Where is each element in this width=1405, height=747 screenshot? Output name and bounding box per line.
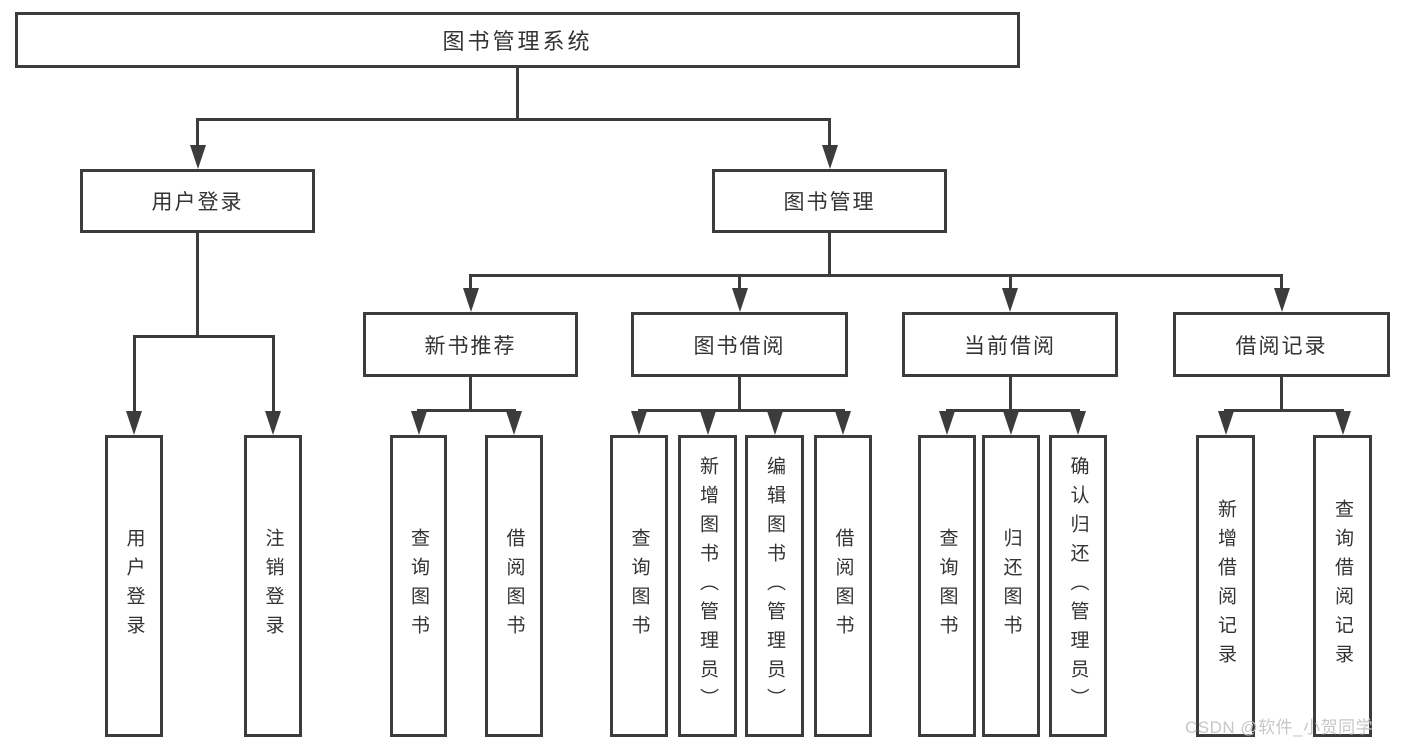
node-book-borrow: 图书借阅	[631, 312, 848, 377]
node-borrow-records: 借阅记录	[1173, 312, 1390, 377]
node-label: 编辑图书（管理员）	[764, 455, 785, 717]
connector-trunk	[516, 68, 519, 118]
arrowhead-down-icon	[462, 288, 479, 312]
node-label: 归还图书	[1000, 528, 1022, 644]
node-leaf-bor-edit: 编辑图书（管理员）	[745, 435, 804, 737]
arrowhead-down-icon	[1070, 411, 1086, 435]
arrowhead-down-icon	[1334, 411, 1351, 435]
node-book-mgmt: 图书管理	[712, 169, 947, 233]
node-label: 用户登录	[123, 528, 145, 644]
arrowhead-down-icon	[939, 411, 955, 435]
node-leaf-cur-query: 查询图书	[918, 435, 976, 737]
node-label: 查询图书	[936, 528, 958, 644]
connector-elbow	[196, 118, 831, 121]
node-label: 新增图书（管理员）	[697, 455, 718, 717]
node-leaf-cur-confirm: 确认归还（管理员）	[1049, 435, 1107, 737]
node-label: 借阅记录	[1235, 334, 1328, 358]
node-label: 借阅图书	[503, 528, 525, 644]
node-label: 用户登录	[151, 191, 244, 214]
arrowhead-down-icon	[1273, 288, 1290, 312]
watermark: CSDN @软件_小贺同学	[1185, 718, 1374, 737]
connector-drop	[828, 118, 831, 147]
node-label: 图书借阅	[693, 334, 786, 358]
connector-elbow	[1224, 409, 1344, 412]
connector-elbow	[132, 335, 275, 338]
arrowhead-down-icon	[506, 411, 522, 435]
node-leaf-logout: 注销登录	[244, 435, 302, 737]
node-leaf-bor-add: 新增图书（管理员）	[678, 435, 737, 737]
connector-trunk	[828, 233, 831, 274]
arrowhead-down-icon	[631, 411, 647, 435]
node-leaf-bor-query: 查询图书	[610, 435, 668, 737]
arrowhead-down-icon	[766, 411, 783, 435]
connector-trunk	[469, 377, 472, 409]
arrowhead-down-icon	[731, 288, 748, 312]
arrowhead-down-icon	[189, 145, 206, 169]
arrowhead-down-icon	[821, 145, 838, 169]
node-label: 注销登录	[262, 528, 284, 644]
connector-drop	[196, 118, 199, 147]
node-leaf-bor-borrow: 借阅图书	[814, 435, 872, 737]
node-current-borrow: 当前借阅	[902, 312, 1118, 377]
node-leaf-rec-borrow: 借阅图书	[485, 435, 543, 737]
arrowhead-down-icon	[1002, 288, 1018, 312]
node-label: 图书管理系统	[442, 29, 593, 54]
node-label: 查询借阅记录	[1332, 499, 1353, 673]
node-label: 图书管理	[783, 191, 876, 214]
arrowhead-down-icon	[835, 411, 851, 435]
connector-trunk	[738, 377, 741, 409]
connector-drop	[271, 335, 275, 413]
node-label: 查询图书	[628, 528, 650, 644]
node-new-book-rec: 新书推荐	[363, 312, 578, 377]
node-leaf-rec-query: 查询图书	[390, 435, 447, 737]
connector-drop	[738, 274, 741, 290]
arrowhead-down-icon	[410, 411, 427, 435]
arrowhead-down-icon	[1217, 411, 1234, 435]
connector-elbow	[945, 409, 1080, 412]
node-root: 图书管理系统	[15, 12, 1020, 68]
node-leaf-login: 用户登录	[105, 435, 163, 737]
connector-elbow	[417, 409, 516, 412]
connector-elbow	[637, 409, 845, 412]
node-leaf-rcd-query: 查询借阅记录	[1313, 435, 1372, 737]
connector-trunk	[1008, 377, 1012, 409]
node-label: 确认归还（管理员）	[1067, 455, 1089, 717]
connector-trunk	[1280, 377, 1283, 409]
connector-trunk	[196, 233, 199, 335]
node-user-login: 用户登录	[80, 169, 315, 233]
arrowhead-down-icon	[699, 411, 716, 435]
arrowhead-down-icon	[126, 411, 142, 435]
arrowhead-down-icon	[265, 411, 281, 435]
connector-elbow	[469, 274, 1283, 277]
connector-drop	[469, 274, 472, 290]
arrowhead-down-icon	[1003, 411, 1019, 435]
node-label: 新书推荐	[424, 334, 517, 358]
node-leaf-rcd-add: 新增借阅记录	[1196, 435, 1255, 737]
connector-drop	[1280, 274, 1283, 290]
node-label: 借阅图书	[832, 528, 854, 644]
connector-drop	[1008, 274, 1012, 290]
connector-drop	[132, 335, 136, 413]
node-leaf-cur-return: 归还图书	[982, 435, 1040, 737]
node-label: 当前借阅	[964, 334, 1056, 358]
node-label: 查询图书	[408, 528, 429, 644]
node-label: 新增借阅记录	[1215, 499, 1236, 673]
